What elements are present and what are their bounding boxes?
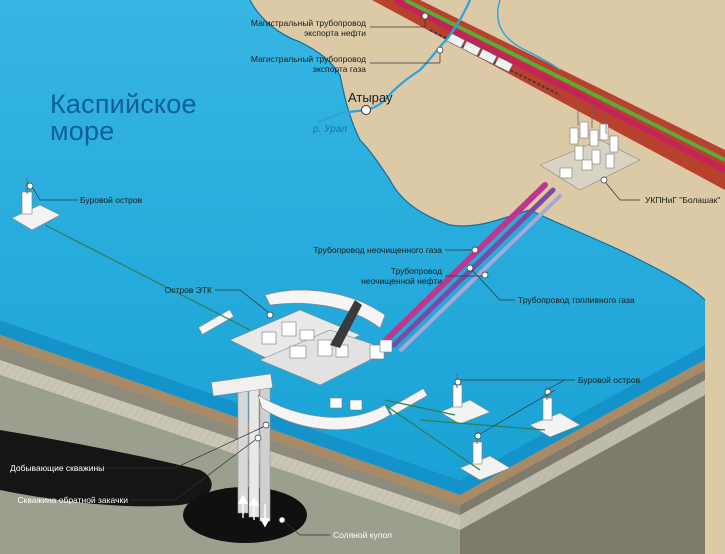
ural-river bbox=[317, 0, 472, 124]
oil-export-label-line2: экспорта нефти bbox=[303, 28, 366, 38]
oil-export-label: Магистральный трубопровод экспорта нефти bbox=[232, 18, 366, 38]
rail-track bbox=[429, 29, 561, 96]
etk-island-label: Остров ЭТК bbox=[164, 285, 212, 295]
fuel-gas-pipeline-label: Трубопровод топливного газа bbox=[518, 295, 635, 305]
section-water-front bbox=[0, 320, 460, 495]
drill-island-right-label: Буровой остров bbox=[578, 375, 641, 385]
section-sediment-right bbox=[460, 360, 705, 505]
pipeline-fuel-gas bbox=[399, 194, 562, 352]
bolashak-plant bbox=[539, 100, 641, 191]
atyrau-marker bbox=[361, 105, 371, 115]
gas-export-label-line2: экспорта газа bbox=[312, 64, 366, 74]
gas-export-label: Магистральный трубопровод экспорта газа bbox=[232, 54, 366, 74]
pipeline-raw-gas bbox=[383, 182, 548, 343]
section-strata-right-hatch bbox=[460, 380, 705, 530]
gas-export-label-line1: Магистральный трубопровод bbox=[250, 54, 366, 64]
raw-oil-label-line1: Трубопровод bbox=[390, 266, 442, 276]
sea-name-line2: море bbox=[50, 116, 115, 146]
drill-island-right-1 bbox=[439, 374, 491, 425]
river-label: р. Урал bbox=[313, 124, 348, 135]
section-sediment-front bbox=[0, 335, 460, 505]
oil-export-label-line1: Магистральный трубопровод bbox=[250, 18, 366, 28]
bolashak-label: УКПНиГ "Болашак" bbox=[645, 195, 721, 205]
production-wells-label: Добывающие скважины bbox=[10, 463, 105, 473]
etk-island-structure bbox=[198, 289, 428, 431]
train bbox=[446, 32, 514, 73]
sea-surface bbox=[0, 0, 705, 480]
salt-dome-label: Соляной купол bbox=[333, 530, 392, 540]
subsea-flowlines bbox=[44, 224, 546, 471]
leader-lines bbox=[26, 12, 640, 536]
section-water-right bbox=[460, 345, 705, 495]
city-label: Атырау bbox=[348, 90, 393, 105]
export-gas-pipeline bbox=[404, 0, 725, 162]
sea-name-line1: Каспийское bbox=[50, 89, 197, 119]
tributary-river bbox=[497, 0, 561, 71]
pipeline-raw-oil bbox=[391, 187, 556, 348]
raw-oil-label-line2: неочищенной нефти bbox=[361, 276, 442, 286]
salt-dome-shape bbox=[183, 487, 307, 543]
shoreline bbox=[249, 0, 706, 301]
well-arrows bbox=[237, 494, 271, 528]
raw-gas-pipeline-label: Трубопровод неочищенного газа bbox=[313, 245, 442, 255]
injection-well-label: Скважина обратной закачки bbox=[17, 495, 128, 505]
export-oil-pipeline bbox=[393, 0, 725, 173]
section-strata-hatch bbox=[0, 360, 460, 530]
raw-oil-pipeline-label: Трубопровод неочищенной нефти bbox=[330, 266, 442, 286]
drill-island-left-label: Буровой остров bbox=[80, 195, 143, 205]
section-strata-lower bbox=[0, 375, 460, 554]
